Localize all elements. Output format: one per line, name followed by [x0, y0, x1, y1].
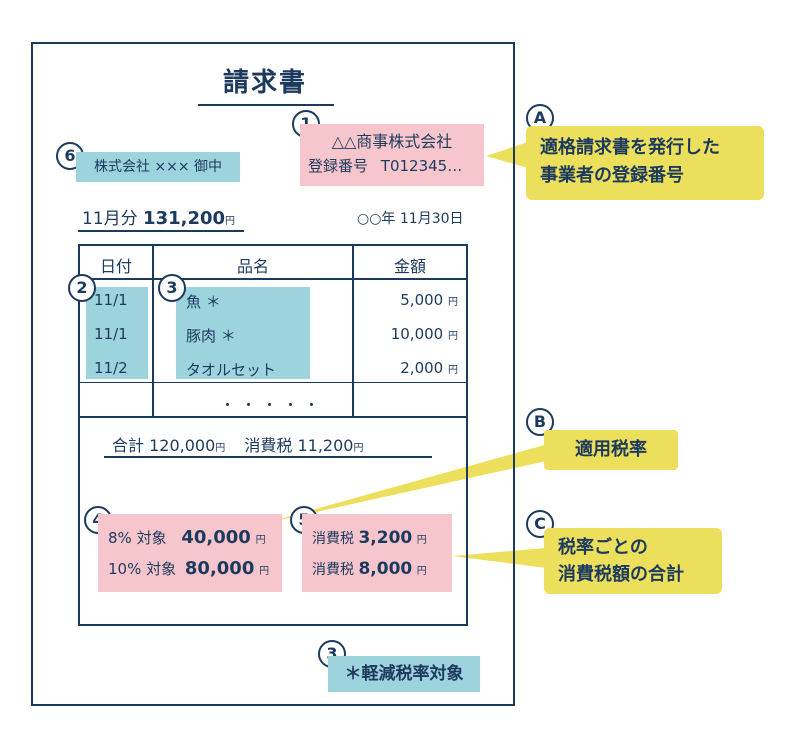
yen-unit: 円 — [416, 535, 427, 546]
callout-a-line-1: 適格請求書を発行した — [540, 137, 720, 158]
tax-8-row: 消費税 3,200 円 — [312, 524, 442, 555]
row-2-amount-value: 10,000 — [390, 325, 444, 343]
rate-10-label: 10% 対象 — [108, 560, 177, 578]
table-header-rule — [78, 278, 468, 280]
invoice-date: ○○年 11月30日 — [357, 211, 464, 227]
reduced-rate-note: ＊軽減税率対象 — [328, 656, 480, 692]
callout-c-line-2: 消費税額の合計 — [558, 564, 684, 585]
rate-8-label: 8% 対象 — [108, 529, 167, 547]
callout-a: 適格請求書を発行した 事業者の登録番号 — [526, 126, 764, 200]
table-body-rule — [78, 416, 468, 418]
tax-8-label: 消費税 — [312, 531, 354, 547]
issuer-box: △△商事株式会社 登録番号 T012345… — [300, 124, 484, 186]
marker-2: 2 — [68, 274, 96, 302]
row-2-item: 豚肉 ＊ — [186, 327, 236, 345]
row-2-date: 11/1 — [94, 325, 128, 343]
title-underline — [198, 104, 334, 106]
tax-8-value: 3,200 — [358, 528, 413, 548]
row-3-amount: 2,000 円 — [400, 359, 458, 377]
issuer-registration: 登録番号 T012345… — [308, 154, 476, 178]
tax-breakdown-box: 消費税 3,200 円 消費税 8,000 円 — [302, 514, 452, 592]
issuer-reg-label: 登録番号 — [308, 157, 369, 175]
totals-line-text: 合計 120,000円 消費税 11,200円 — [112, 432, 363, 456]
tax-10-row: 消費税 8,000 円 — [312, 555, 442, 586]
subtotal-label: 合計 — [112, 436, 145, 455]
invoice-title: 請求書 — [222, 68, 307, 98]
table-ellipsis: ・・・・・ — [220, 396, 326, 414]
yen-unit: 円 — [353, 443, 364, 454]
header-date: 日付 — [99, 257, 132, 276]
row-1-amount: 5,000 円 — [400, 291, 458, 309]
issuer-reg-number: T012345… — [380, 157, 463, 175]
yen-unit: 円 — [259, 566, 270, 577]
table-row-rule — [78, 382, 468, 383]
tax-total-label: 消費税 — [244, 436, 293, 455]
callout-b: 適用税率 — [544, 430, 678, 470]
row-1-date: 11/1 — [94, 291, 128, 309]
month-amount: 131,200 — [143, 208, 226, 229]
rate-10-row: 10% 対象 80,000 円 — [108, 555, 272, 586]
totals-underline — [104, 456, 432, 458]
row-2-amount: 10,000 円 — [391, 325, 458, 343]
table-vline-1 — [152, 244, 154, 418]
rate-10-value: 80,000 — [184, 558, 255, 579]
customer-name: 株式会社 ××× 御中 — [76, 152, 240, 182]
marker-3-items: 3 — [158, 274, 186, 302]
row-3-amount-value: 2,000 — [400, 359, 444, 377]
rate-8-value: 40,000 — [181, 527, 251, 548]
invoice-table — [78, 244, 468, 626]
date-column-highlight — [86, 287, 148, 379]
yen-unit: 円 — [448, 331, 458, 342]
month-label: 11月分 — [82, 209, 138, 229]
yen-unit: 円 — [255, 535, 266, 546]
callout-a-line-2: 事業者の登録番号 — [540, 165, 684, 186]
row-1-amount-value: 5,000 — [400, 291, 444, 309]
row-3-item: タオルセット — [186, 361, 277, 379]
subtotal-value: 120,000 — [149, 436, 216, 455]
row-3-date: 11/2 — [94, 359, 128, 377]
tax-10-label: 消費税 — [312, 562, 354, 578]
tax-10-value: 8,000 — [358, 559, 413, 579]
callout-c-line-1: 税率ごとの — [558, 537, 648, 558]
callout-c-tail — [452, 548, 546, 568]
header-item: 品名 — [236, 257, 269, 276]
invoice-paper — [31, 42, 515, 706]
row-1-item: 魚 ＊ — [186, 293, 221, 311]
item-column-highlight — [176, 287, 310, 379]
month-underline — [78, 230, 244, 232]
yen-unit: 円 — [448, 365, 458, 376]
tax-total-value: 11,200 — [297, 436, 354, 455]
yen-unit: 円 — [215, 443, 226, 454]
callout-c: 税率ごとの 消費税額の合計 — [544, 528, 722, 594]
callout-a-tail — [486, 142, 528, 168]
rate-breakdown-box: 8% 対象 40,000 円 10% 対象 80,000 円 — [98, 514, 282, 592]
table-vline-2 — [352, 244, 354, 418]
yen-unit: 円 — [448, 297, 458, 308]
month-total: 11月分 131,200円 — [82, 204, 235, 229]
header-amount: 金額 — [393, 257, 426, 276]
issuer-name: △△商事株式会社 — [331, 132, 453, 151]
rate-8-row: 8% 対象 40,000 円 — [108, 524, 272, 555]
callout-b-tail — [262, 444, 560, 524]
yen-unit: 円 — [416, 566, 427, 577]
yen-unit: 円 — [225, 216, 236, 227]
